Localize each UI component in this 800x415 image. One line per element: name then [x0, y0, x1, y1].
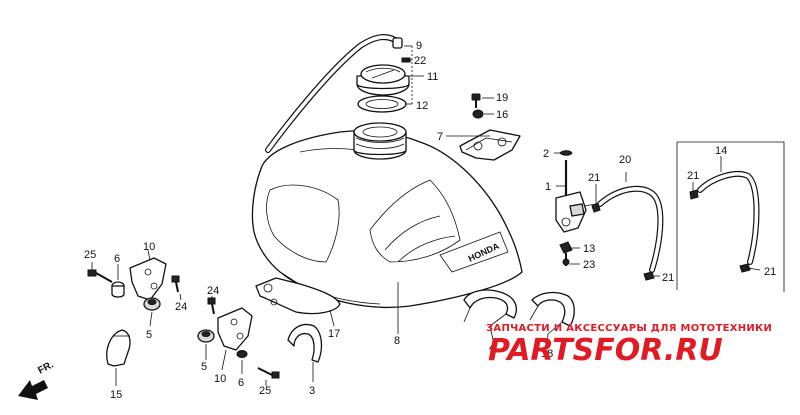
callout-8: 8 [394, 335, 400, 347]
valve-screw [559, 241, 573, 266]
callout-15: 15 [110, 389, 122, 401]
callout-21a: 21 [588, 172, 600, 184]
filler-neck [353, 122, 407, 160]
callout-19: 19 [496, 92, 508, 104]
direction-label: FR. [36, 359, 56, 376]
callout-10b: 10 [214, 373, 226, 385]
callout-4: 4 [489, 342, 495, 354]
rubber-5-upper [143, 297, 161, 311]
fuel-tank: HONDA [251, 130, 523, 309]
callout-9: 9 [416, 40, 422, 52]
bolt-24-lower [207, 297, 216, 315]
hose-clip-14 [689, 189, 751, 273]
fuel-cap [356, 64, 410, 96]
bolt-19 [471, 93, 481, 108]
sub-assembly-frame [676, 141, 785, 292]
callout-6a: 6 [114, 253, 120, 265]
callout-3: 3 [309, 385, 315, 397]
bracket-10-upper [129, 257, 167, 301]
callout-2: 2 [543, 148, 549, 160]
callout-25a: 25 [84, 249, 96, 261]
callout-16: 16 [496, 109, 508, 121]
collar-6-lower [236, 350, 248, 358]
callout-17: 17 [328, 328, 340, 340]
callout-20: 20 [619, 154, 631, 166]
bolt-25-upper [87, 269, 113, 283]
washer-16 [472, 109, 484, 119]
fuel-valve [555, 150, 597, 233]
wire-clip [106, 329, 131, 367]
watermark: ЗАПЧАСТИ И АКСЕССУАРЫ ДЛЯ МОТОТЕХНИКИ PA… [486, 323, 772, 368]
rubber-5-lower [197, 329, 215, 343]
fuel-hose [597, 185, 664, 273]
heat-band-18 [529, 291, 575, 335]
watermark-brand: PARTSFOR.RU [488, 333, 723, 368]
callout-21d: 21 [764, 266, 776, 278]
heat-band-4 [463, 289, 517, 327]
hose-clip-20 [591, 202, 655, 281]
callout-numbers: 1 2 3 4 5 5 6 6 7 8 9 10 10 11 12 13 14 … [84, 40, 776, 401]
callout-10a: 10 [143, 241, 155, 253]
callout-22: 22 [414, 55, 426, 67]
callout-1: 1 [545, 181, 551, 193]
callout-18: 18 [541, 348, 553, 360]
callout-5b: 5 [201, 361, 207, 373]
overflow-tube [697, 170, 760, 265]
callout-12: 12 [416, 100, 428, 112]
callout-25b: 25 [259, 385, 271, 397]
callout-5a: 5 [146, 329, 152, 341]
strap-clip [287, 323, 323, 363]
mount-bracket [459, 129, 521, 161]
callout-13: 13 [583, 243, 595, 255]
breather-tube [265, 34, 403, 153]
callout-23: 23 [583, 259, 595, 271]
bracket-10-lower [217, 307, 253, 351]
direction-arrow: FR. [18, 359, 56, 400]
callout-24: 24 [175, 301, 187, 313]
callout-21c: 21 [687, 170, 699, 182]
callout-24b: 24 [207, 285, 219, 297]
callout-14: 14 [715, 145, 727, 157]
callout-21b: 21 [662, 272, 674, 284]
bolt-24 [171, 275, 180, 293]
watermark-tagline: ЗАПЧАСТИ И АКСЕССУАРЫ ДЛЯ МОТОТЕХНИКИ [486, 323, 772, 334]
tank-strap [255, 277, 341, 315]
cap-gasket [357, 95, 407, 113]
callout-bracket-cap [404, 45, 424, 105]
bolt-25-lower [257, 367, 280, 379]
callout-7: 7 [437, 131, 443, 143]
callout-11: 11 [427, 71, 438, 83]
callout-6b: 6 [238, 377, 244, 389]
collar-6-upper [111, 281, 125, 298]
leader-lines [91, 97, 761, 386]
